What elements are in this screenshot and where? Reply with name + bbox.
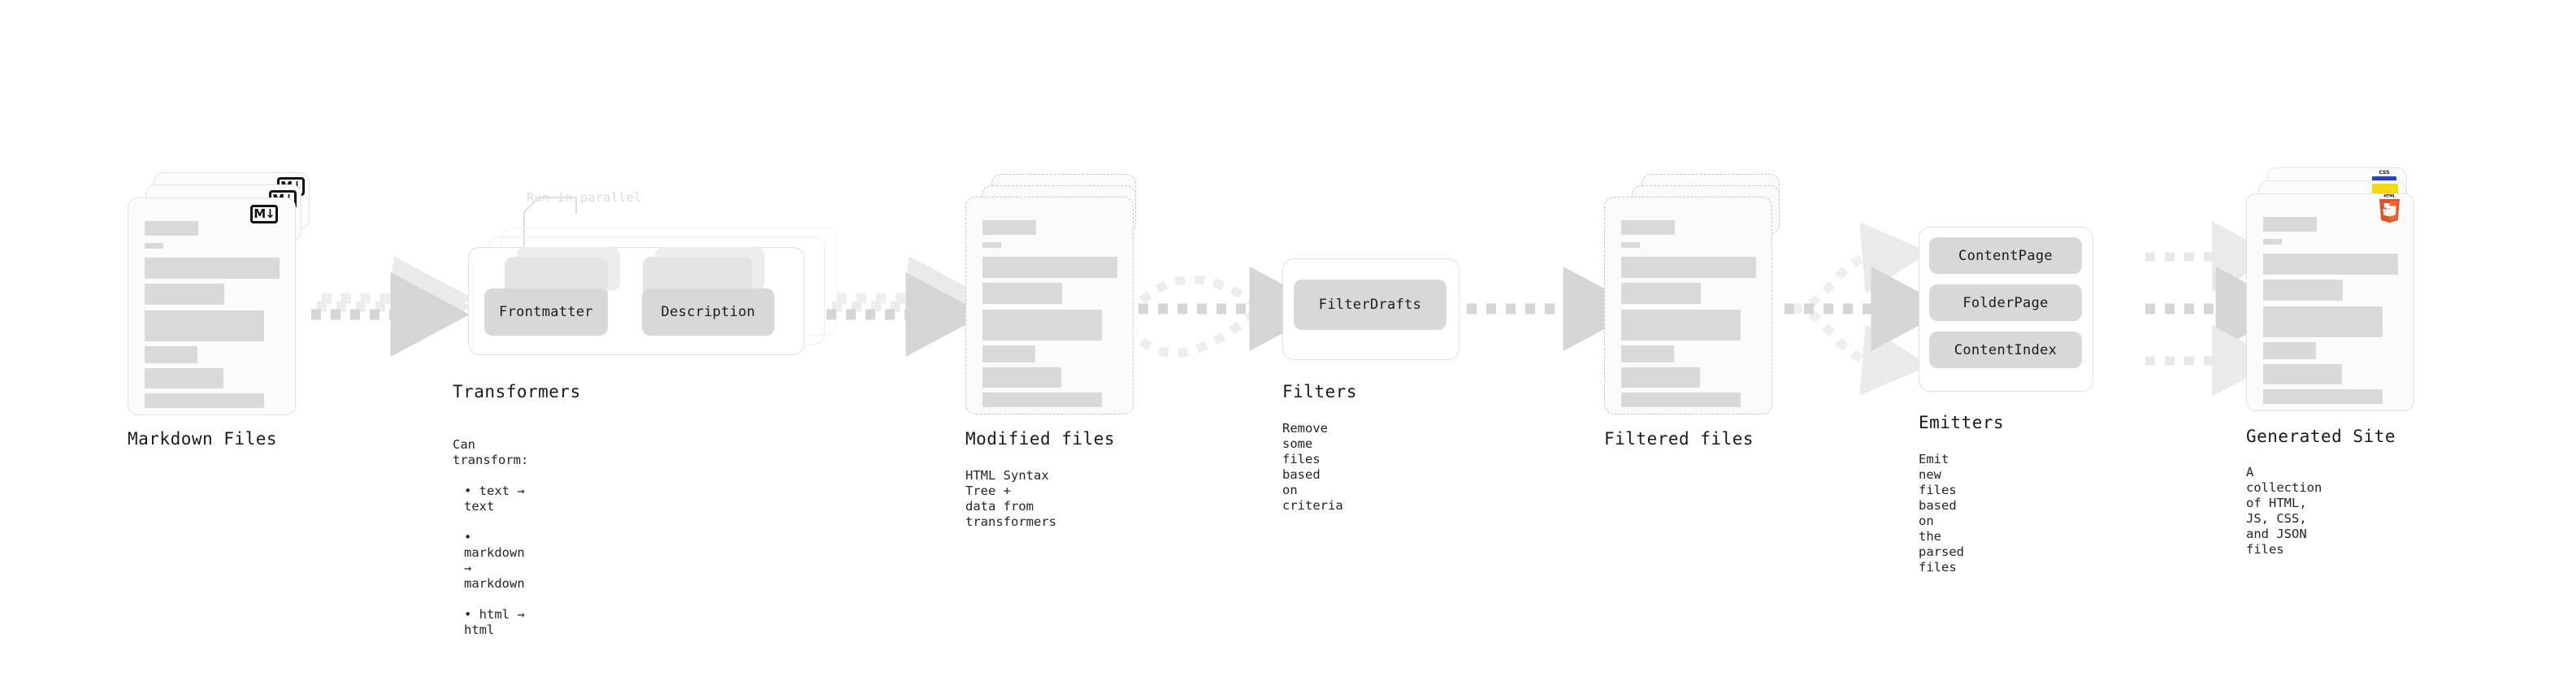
html5-badge: HTML 5 <box>2379 194 2400 223</box>
modified-files-description: HTML Syntax Tree + data from transformer… <box>965 468 1056 529</box>
arrow-transformers-to-modified <box>826 256 988 357</box>
site-card-front <box>2246 193 2414 411</box>
arrow-modified-to-filters <box>1138 267 1329 358</box>
filters-description: Remove some files based on criteria <box>1282 421 1343 513</box>
content-bar <box>982 367 1061 388</box>
markdown-card-front <box>128 197 296 415</box>
modified-card-front <box>965 197 1134 414</box>
modified-files-title: Modified files <box>965 429 1116 449</box>
emitter-chip-folderpage[interactable]: FolderPage <box>1929 284 2082 321</box>
css-badge <box>2372 170 2396 184</box>
svg-text:HTML: HTML <box>2383 194 2395 199</box>
markdown-files-title: Markdown Files <box>128 429 278 449</box>
generated-site-title: Generated Site <box>2246 427 2396 446</box>
transformer-chip-description[interactable]: Description <box>642 288 774 336</box>
content-bar <box>145 258 280 279</box>
content-bar <box>2263 342 2316 359</box>
content-bar <box>145 310 264 341</box>
content-bar <box>2263 217 2317 232</box>
emitters-title: Emitters <box>1919 413 2005 432</box>
transformers-desc-bullet-2: • html → html <box>464 607 525 637</box>
transformers-desc-bullet-0: • text → text <box>464 484 525 514</box>
content-bar <box>1621 310 1741 340</box>
content-bar <box>2263 239 2282 245</box>
arrow-markdown-to-transformers <box>311 256 473 357</box>
content-bar <box>1621 283 1701 304</box>
filtered-files-title: Filtered files <box>1604 429 1754 449</box>
content-bar <box>982 393 1102 407</box>
filtered-card-front <box>1604 197 1772 414</box>
content-bar <box>982 345 1035 362</box>
markdown-badge-front: M↓ <box>250 205 278 223</box>
content-bar <box>1621 393 1741 407</box>
content-bar <box>145 346 197 363</box>
content-bar <box>982 257 1117 278</box>
filters-title: Filters <box>1282 382 1358 401</box>
content-bar <box>982 242 1001 248</box>
content-bar <box>982 283 1062 304</box>
generated-site-description: A collection of HTML, JS, CSS, and JSON … <box>2246 465 2322 557</box>
content-bar <box>145 243 163 249</box>
content-bar <box>145 284 224 305</box>
content-bar <box>145 368 223 388</box>
filter-chip-filterdrafts[interactable]: FilterDrafts <box>1294 280 1446 330</box>
transformers-desc-lead: Can transform: <box>453 437 529 467</box>
content-bar <box>1621 242 1640 248</box>
content-bar <box>145 393 264 408</box>
svg-text:5: 5 <box>2385 204 2393 219</box>
arrow-filtered-to-emitters <box>1785 222 1950 396</box>
transformers-title: Transformers <box>453 382 581 401</box>
arrow-emitters-to-site <box>2145 221 2295 397</box>
content-bar <box>1621 257 1756 278</box>
content-bar <box>2263 254 2398 275</box>
run-in-parallel-annotation: Run in parallel <box>527 190 642 205</box>
content-bar <box>2263 389 2383 404</box>
content-bar <box>1621 367 1700 388</box>
content-bar <box>2263 280 2343 301</box>
content-bar <box>145 221 198 236</box>
transformer-chip-frontmatter[interactable]: Frontmatter <box>484 288 608 336</box>
transformers-description: Can transform: • text → text • markdown … <box>453 422 528 653</box>
content-bar <box>982 220 1036 235</box>
content-bar <box>1621 220 1675 235</box>
emitters-description: Emit new files based on the parsed files <box>1919 452 1964 575</box>
content-bar <box>2263 364 2342 384</box>
content-bar <box>982 310 1102 340</box>
transformers-desc-bullet-1: • markdown → markdown <box>464 530 525 591</box>
emitter-chip-contentpage[interactable]: ContentPage <box>1929 237 2082 274</box>
content-bar <box>2263 306 2383 337</box>
content-bar <box>1621 345 1674 362</box>
emitter-chip-contentindex[interactable]: ContentIndex <box>1929 332 2082 368</box>
